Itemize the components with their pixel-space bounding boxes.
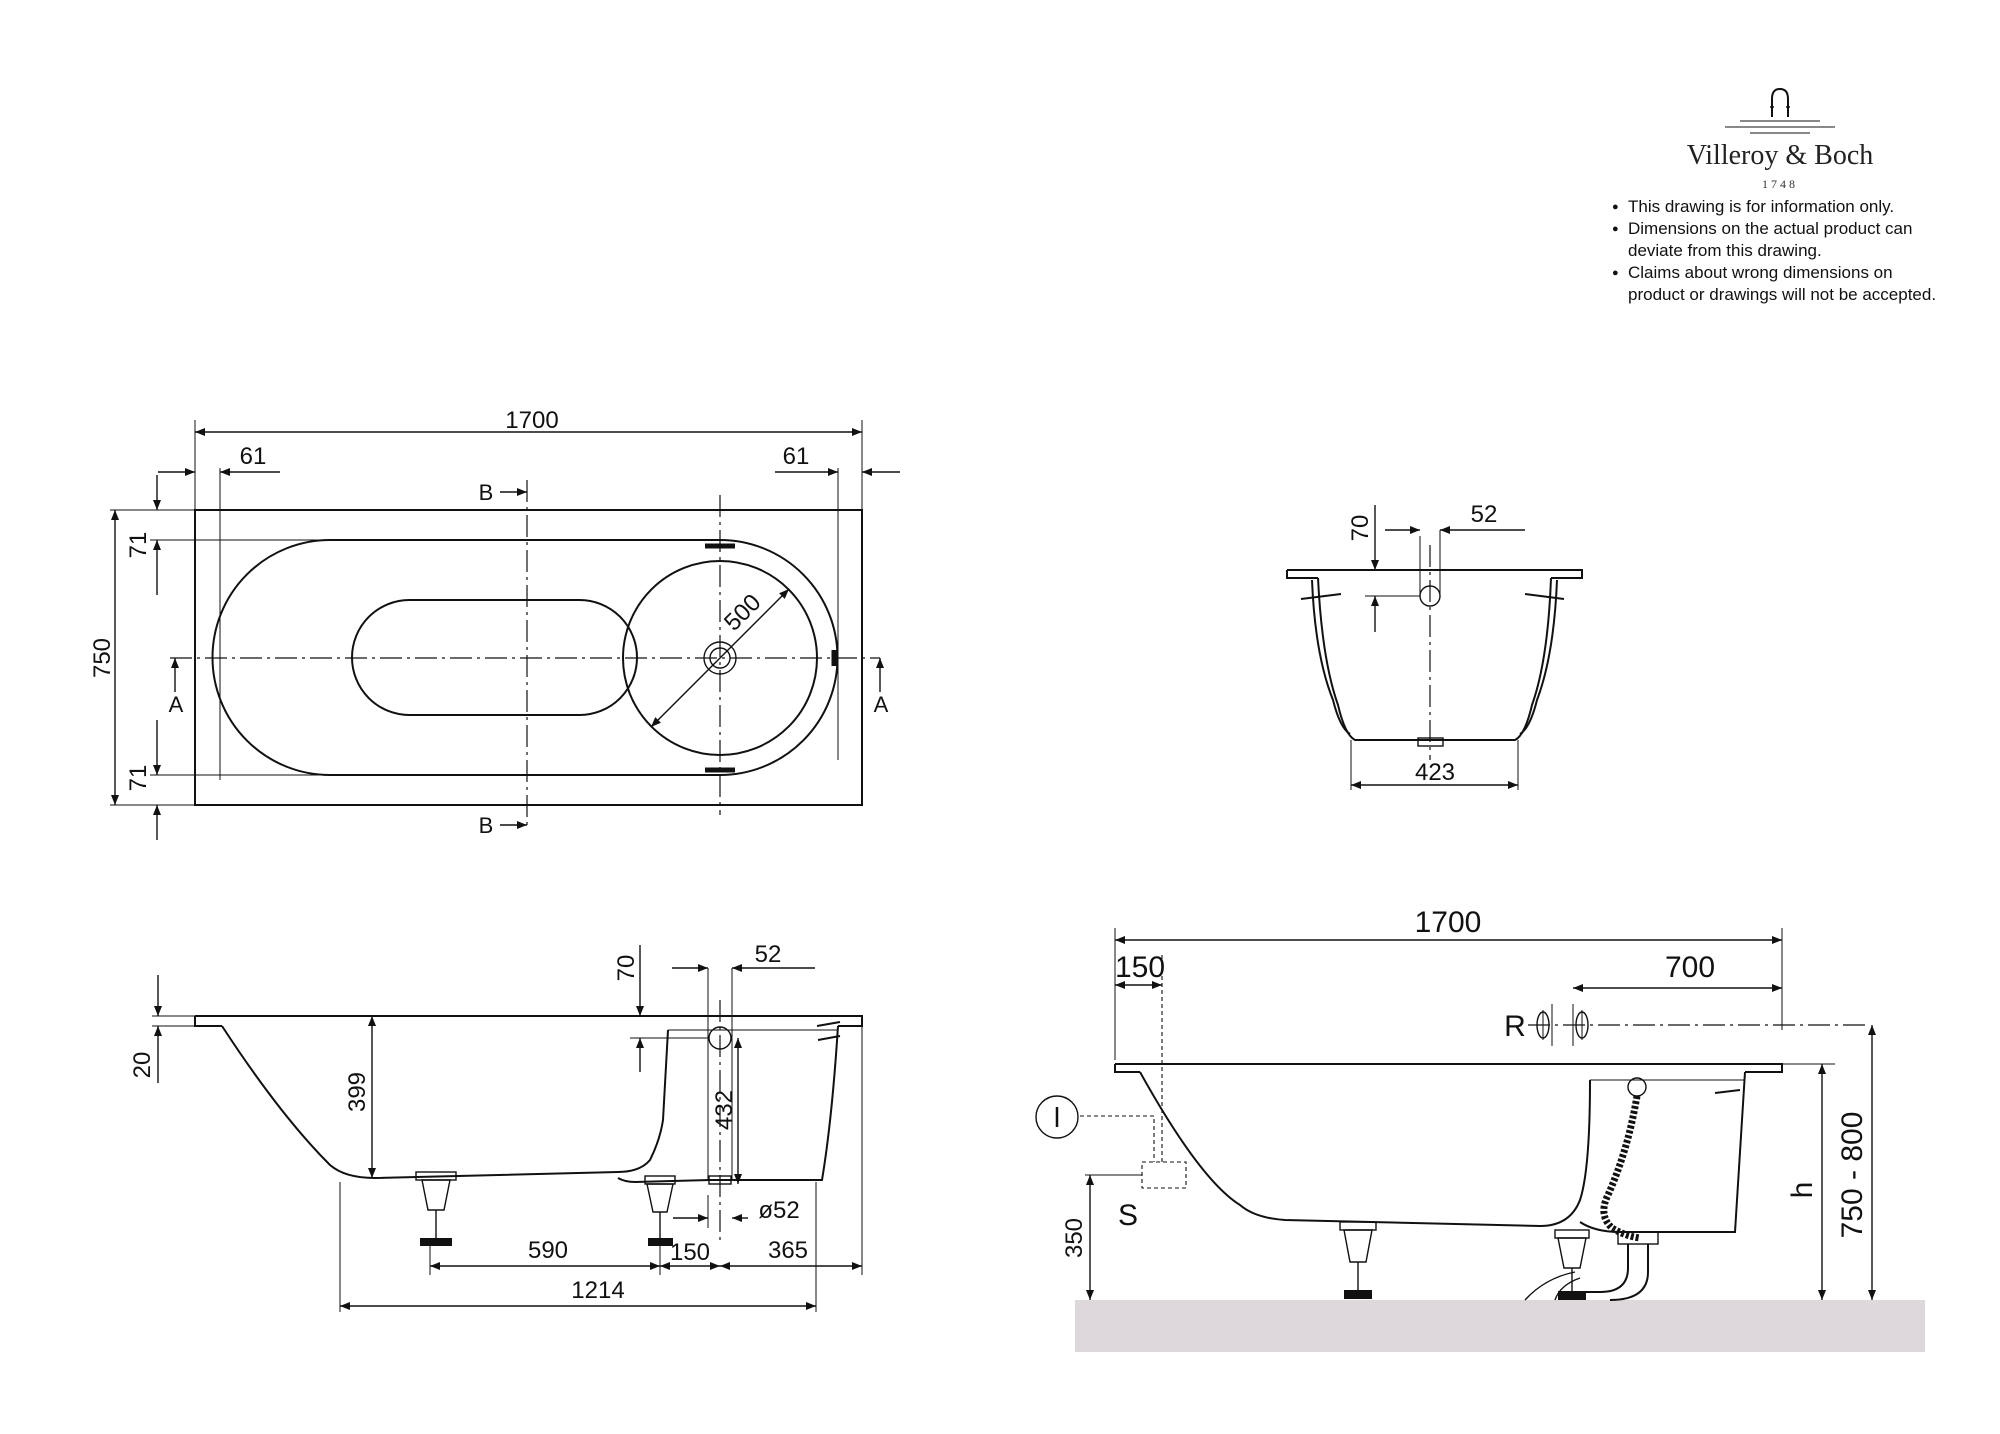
side-overflow-offset-label: 52 (755, 941, 782, 968)
disclaimer-note: Dimensions on the actual product can dev… (1612, 218, 1952, 262)
end-base-width-label: 423 (1415, 759, 1455, 786)
plan-rim-right-label: 61 (783, 443, 810, 470)
plan-rim-top-label: 71 (125, 532, 152, 559)
plan-rim-left-label: 61 (240, 443, 267, 470)
install-foot-right (1554, 1229, 1590, 1300)
install-offset-left-label: 150 (1115, 951, 1165, 984)
tub-foot-right (644, 1175, 676, 1246)
install-tub-inner (1139, 1071, 1591, 1228)
install-offset-right-label: 700 (1665, 951, 1715, 984)
section-a-right-label: A (874, 692, 889, 717)
plan-view: 1700 61 61 750 71 71 500 A A B B (89, 407, 900, 840)
end-overflow-depth-label: 70 (1347, 515, 1374, 542)
install-foot-left (1339, 1221, 1377, 1299)
plan-width-label: 750 (89, 638, 116, 678)
install-waste-height-label: 350 (1061, 1218, 1088, 1258)
install-height-range-label: 750 - 800 (1836, 1112, 1869, 1239)
side-waste-spacing-label: 150 (670, 1239, 710, 1266)
access-s-label: S (1118, 1199, 1138, 1232)
section-b-top-label: B (479, 480, 494, 505)
plan-length-label: 1700 (505, 407, 558, 434)
installation-view: 1700 150 700 R S 350 h 750 - 800 (1035, 906, 1925, 1352)
side-foot-spacing-label: 590 (528, 1237, 568, 1264)
valve-r-label: R (1504, 1010, 1526, 1043)
disclaimer-note: This drawing is for information only. (1612, 196, 1952, 218)
side-waste-to-end-label: 365 (768, 1237, 808, 1264)
plan-rim-bottom-label: 71 (125, 765, 152, 792)
end-overflow-offset-label: 52 (1471, 501, 1498, 528)
plan-diameter-label: 500 (719, 589, 766, 636)
tub-foot-left (415, 1171, 457, 1246)
section-a-left-label: A (169, 692, 184, 717)
brand-logo: Villeroy & Boch 1748 (1630, 85, 1930, 195)
side-overflow-height-label: 432 (711, 1090, 738, 1130)
disclaimer-note: Claims about wrong dimensions on product… (1612, 262, 1952, 306)
brand-year: 1748 (1762, 177, 1798, 191)
install-length-label: 1700 (1415, 906, 1482, 939)
side-overflow-depth-label: 70 (613, 955, 640, 982)
brand-name: Villeroy & Boch (1686, 140, 1874, 171)
floor-plane (1075, 1300, 1925, 1352)
side-waste-diameter-label: ø52 (758, 1197, 799, 1224)
access-panel-marker (1035, 1095, 1079, 1139)
side-section-outer (617, 1025, 839, 1184)
side-section-inner (221, 1025, 669, 1180)
side-rim-thickness-label: 20 (129, 1052, 156, 1079)
install-height-h-label: h (1786, 1182, 1819, 1199)
install-tub-outer (1579, 1071, 1746, 1233)
disclaimer-notes: This drawing is for information only. Di… (1612, 196, 1952, 306)
end-section-outer (1317, 577, 1552, 741)
side-inner-depth-label: 399 (344, 1072, 371, 1112)
end-section-view: 70 52 423 (1286, 501, 1583, 790)
side-base-length-label: 1214 (571, 1277, 624, 1304)
side-section-view: 20 399 70 52 432 ø52 590 150 365 1214 (129, 941, 863, 1312)
section-b-bottom-label: B (479, 813, 494, 838)
tap-arch-icon (1725, 87, 1835, 134)
